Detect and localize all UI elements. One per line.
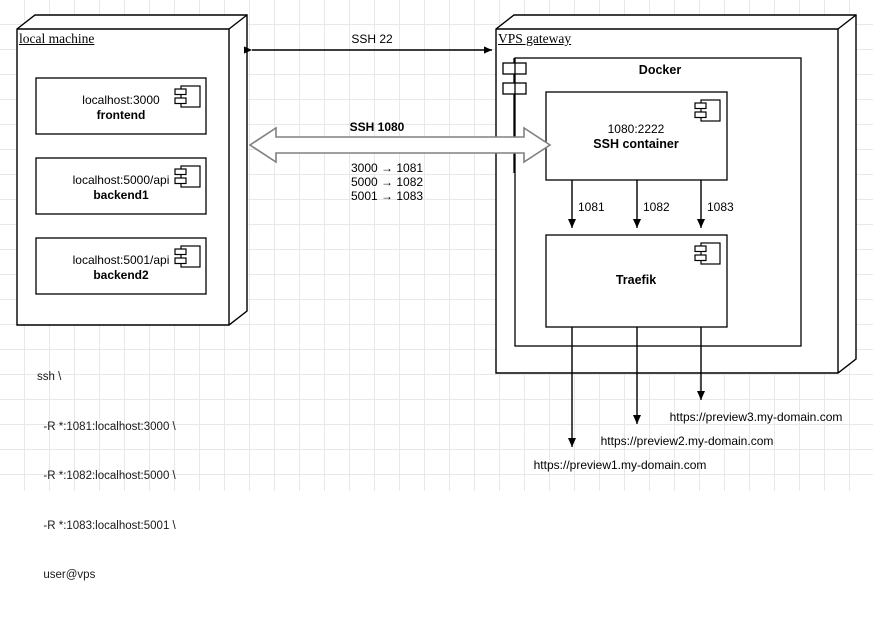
group-docker-title: Docker — [638, 63, 682, 77]
ssh-command-line: -R *:1082:localhost:5000 \ — [37, 470, 176, 482]
connection-traefik-to-previews — [568, 327, 705, 447]
ssh-command-block: ssh \ -R *:1081:localhost:3000 \ -R *:10… — [37, 336, 176, 617]
ssh-command-line: user@vps — [37, 569, 96, 581]
port-label-1081: 1081 — [578, 200, 605, 214]
component-frontend-name: frontend — [96, 108, 146, 122]
component-backend1-name: backend1 — [93, 188, 149, 202]
component-backend1-box — [35, 157, 207, 215]
component-backend2-name: backend2 — [93, 268, 149, 282]
component-backend1-port: localhost:5000/api — [72, 173, 170, 187]
diagram-vector-layer — [16, 14, 857, 447]
node-title-vps-gateway: VPS gateway — [498, 31, 572, 46]
connection-ports-to-traefik — [568, 180, 705, 228]
preview-url-3[interactable]: https://preview3.my-domain.com — [669, 410, 843, 424]
component-frontend-box — [35, 77, 207, 135]
uml-component-icon — [694, 99, 721, 122]
uml-component-icon — [174, 85, 201, 108]
component-frontend-port: localhost:3000 — [82, 93, 160, 107]
port-forward-3: 5001 → 1083 — [351, 189, 424, 203]
port-label-1082: 1082 — [643, 200, 670, 214]
connection-ssh1080 — [248, 126, 552, 164]
port-forward-1: 3000 → 1081 — [351, 161, 424, 175]
component-backend2-box — [35, 237, 207, 295]
ssh-command-line: ssh \ — [37, 371, 62, 383]
ssh-command-line: -R *:1081:localhost:3000 \ — [37, 420, 176, 433]
port-label-1083: 1083 — [707, 200, 734, 214]
group-docker — [514, 57, 802, 347]
preview-url-2[interactable]: https://preview2.my-domain.com — [600, 434, 774, 448]
connection-label-ssh22: SSH 22 — [351, 32, 393, 46]
preview-url-1[interactable]: https://preview1.my-domain.com — [533, 458, 707, 472]
port-forward-2: 5000 → 1082 — [351, 175, 424, 189]
ssh-command-line: -R *:1083:localhost:5001 \ — [37, 519, 176, 532]
uml-component-icon — [174, 165, 201, 188]
uml-component-icon — [174, 245, 201, 268]
component-traefik-name: Traefik — [615, 273, 657, 287]
uml-component-icon — [694, 242, 721, 265]
component-ssh-container-box — [545, 91, 728, 181]
node-title-local-machine: local machine — [19, 31, 95, 46]
connection-label-ssh1080: SSH 1080 — [349, 120, 405, 134]
component-ssh-container-name: SSH container — [593, 137, 679, 151]
component-backend2-port: localhost:5001/api — [72, 253, 170, 267]
component-traefik-box — [545, 234, 728, 328]
component-ssh-container-port: 1080:2222 — [607, 122, 665, 136]
diagram-canvas: local machine VPS gateway localhost:3000… — [0, 0, 873, 581]
